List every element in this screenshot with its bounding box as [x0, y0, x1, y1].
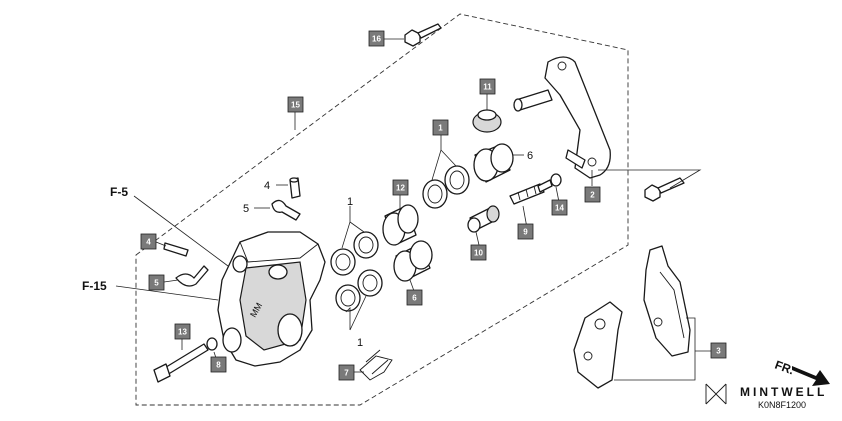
seal-top-b: [444, 165, 470, 195]
assembly-boundary: [135, 13, 629, 406]
brake-pad-left: [573, 301, 623, 389]
svg-text:FR.: FR.: [773, 358, 796, 378]
pad-spring-7: [359, 349, 393, 381]
cap-5-top: [271, 199, 301, 221]
caliper-body: MM: [217, 231, 326, 367]
brand-logo: MINTWELL K0N8F1200: [705, 383, 827, 410]
bolt-14-right: [644, 177, 685, 202]
callout-5-left: 5: [148, 274, 165, 291]
callout-15: 15: [287, 96, 304, 113]
label-1-middle: 1: [347, 196, 353, 208]
svg-text:11: 11: [483, 83, 492, 92]
brake-pad-right: [643, 245, 691, 357]
seal-mid-b: [353, 231, 379, 259]
svg-text:5: 5: [154, 279, 159, 288]
svg-text:13: 13: [178, 328, 187, 337]
svg-text:7: 7: [344, 369, 349, 378]
callout-14: 14: [551, 199, 568, 216]
svg-text:16: 16: [372, 35, 381, 44]
seal-top-a: [422, 179, 448, 209]
piston-12: [382, 204, 419, 246]
boot-11: [472, 109, 502, 133]
seal-bot-a: [335, 284, 361, 312]
callout-10: 10: [470, 244, 487, 261]
callout-16: 16: [368, 30, 385, 47]
label-5-top: 5: [243, 203, 249, 215]
front-direction-arrow: FR.: [773, 358, 830, 386]
callout-1-top: 1: [432, 119, 449, 136]
callout-2: 2: [584, 186, 601, 203]
section-ref-f5: F-5: [110, 185, 128, 199]
label-4-top: 4: [264, 180, 270, 192]
callout-3: 3: [710, 342, 727, 359]
svg-text:15: 15: [291, 101, 300, 110]
svg-text:3: 3: [716, 347, 721, 356]
svg-text:10: 10: [474, 249, 483, 258]
svg-text:1: 1: [438, 124, 443, 133]
label-6-top: 6: [527, 150, 533, 162]
bolt-16: [404, 23, 442, 47]
svg-text:2: 2: [590, 191, 595, 200]
callout-11: 11: [479, 78, 496, 95]
svg-text:9: 9: [523, 228, 528, 237]
callout-13: 13: [174, 323, 191, 340]
callout-4-left: 4: [140, 233, 157, 250]
pin-13: [153, 337, 218, 383]
svg-text:6: 6: [412, 294, 417, 303]
svg-text:MINTWELL: MINTWELL: [740, 385, 827, 399]
cap-5-left: [175, 265, 209, 287]
seal-mid-a: [330, 248, 356, 276]
label-1-bottom: 1: [357, 337, 363, 349]
bleeder-4-top: [289, 177, 301, 199]
section-ref-f15: F-15: [82, 279, 107, 293]
caliper-bracket: [513, 56, 611, 179]
piston-6-top: [473, 143, 514, 183]
callout-12: 12: [392, 179, 409, 196]
svg-text:12: 12: [396, 184, 405, 193]
svg-text:K0N8F1200: K0N8F1200: [758, 400, 806, 410]
callout-9: 9: [517, 223, 534, 240]
svg-text:8: 8: [216, 361, 221, 370]
callout-7: 7: [338, 364, 355, 381]
piston-6-bottom: [393, 240, 433, 282]
slide-pin-10: [467, 205, 500, 233]
bleeder-4-left: [163, 242, 189, 257]
callout-8: 8: [210, 356, 227, 373]
bleeder-pin: [509, 173, 562, 205]
seal-bot-b: [357, 269, 383, 297]
svg-text:14: 14: [555, 204, 564, 213]
leader-lines: [115, 38, 712, 381]
callout-6-bottom: 6: [406, 289, 423, 306]
svg-text:4: 4: [146, 238, 151, 247]
